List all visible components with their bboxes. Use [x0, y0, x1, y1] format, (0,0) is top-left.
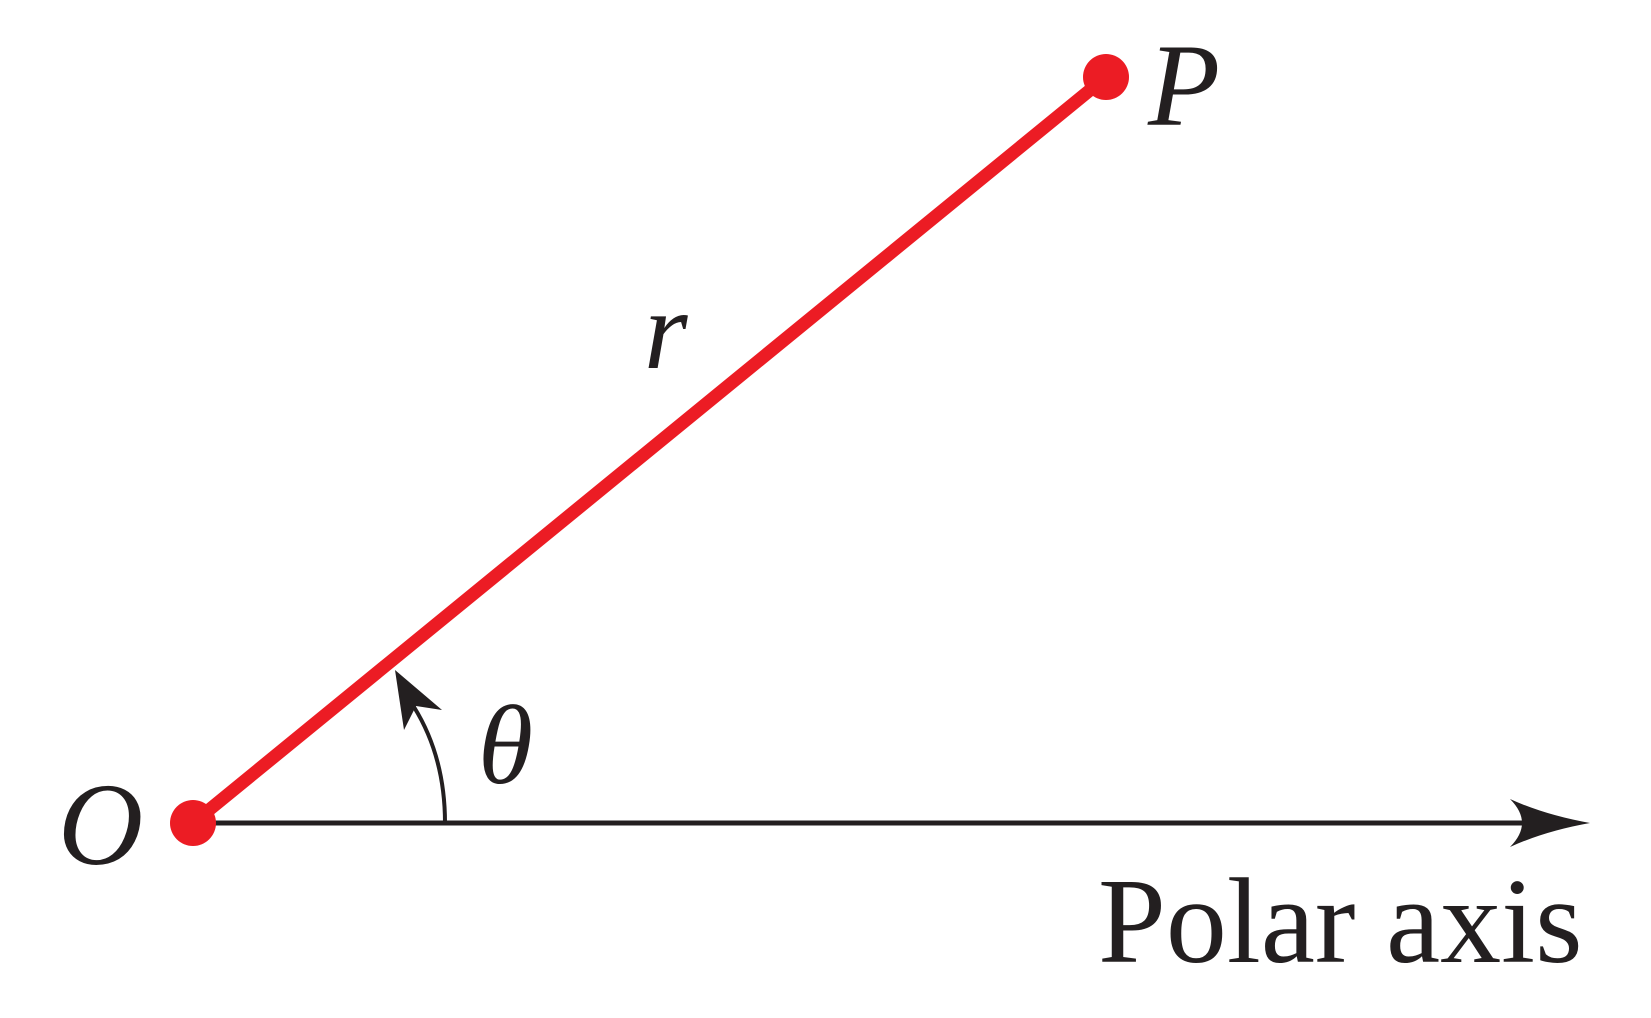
- point-p: [1083, 54, 1129, 100]
- polar-axis-label: Polar axis: [1098, 854, 1583, 989]
- point-p-label: P: [1147, 20, 1220, 151]
- origin-label: O: [58, 759, 143, 890]
- angle-arc-arrowhead: [395, 670, 442, 730]
- radius-label: r: [644, 269, 688, 393]
- angle-arc: [412, 705, 447, 824]
- origin-point: [170, 800, 216, 846]
- radius-segment-op: [186, 70, 1113, 830]
- polar-axis-arrowhead: [1510, 799, 1590, 847]
- angle-label: θ: [478, 684, 533, 808]
